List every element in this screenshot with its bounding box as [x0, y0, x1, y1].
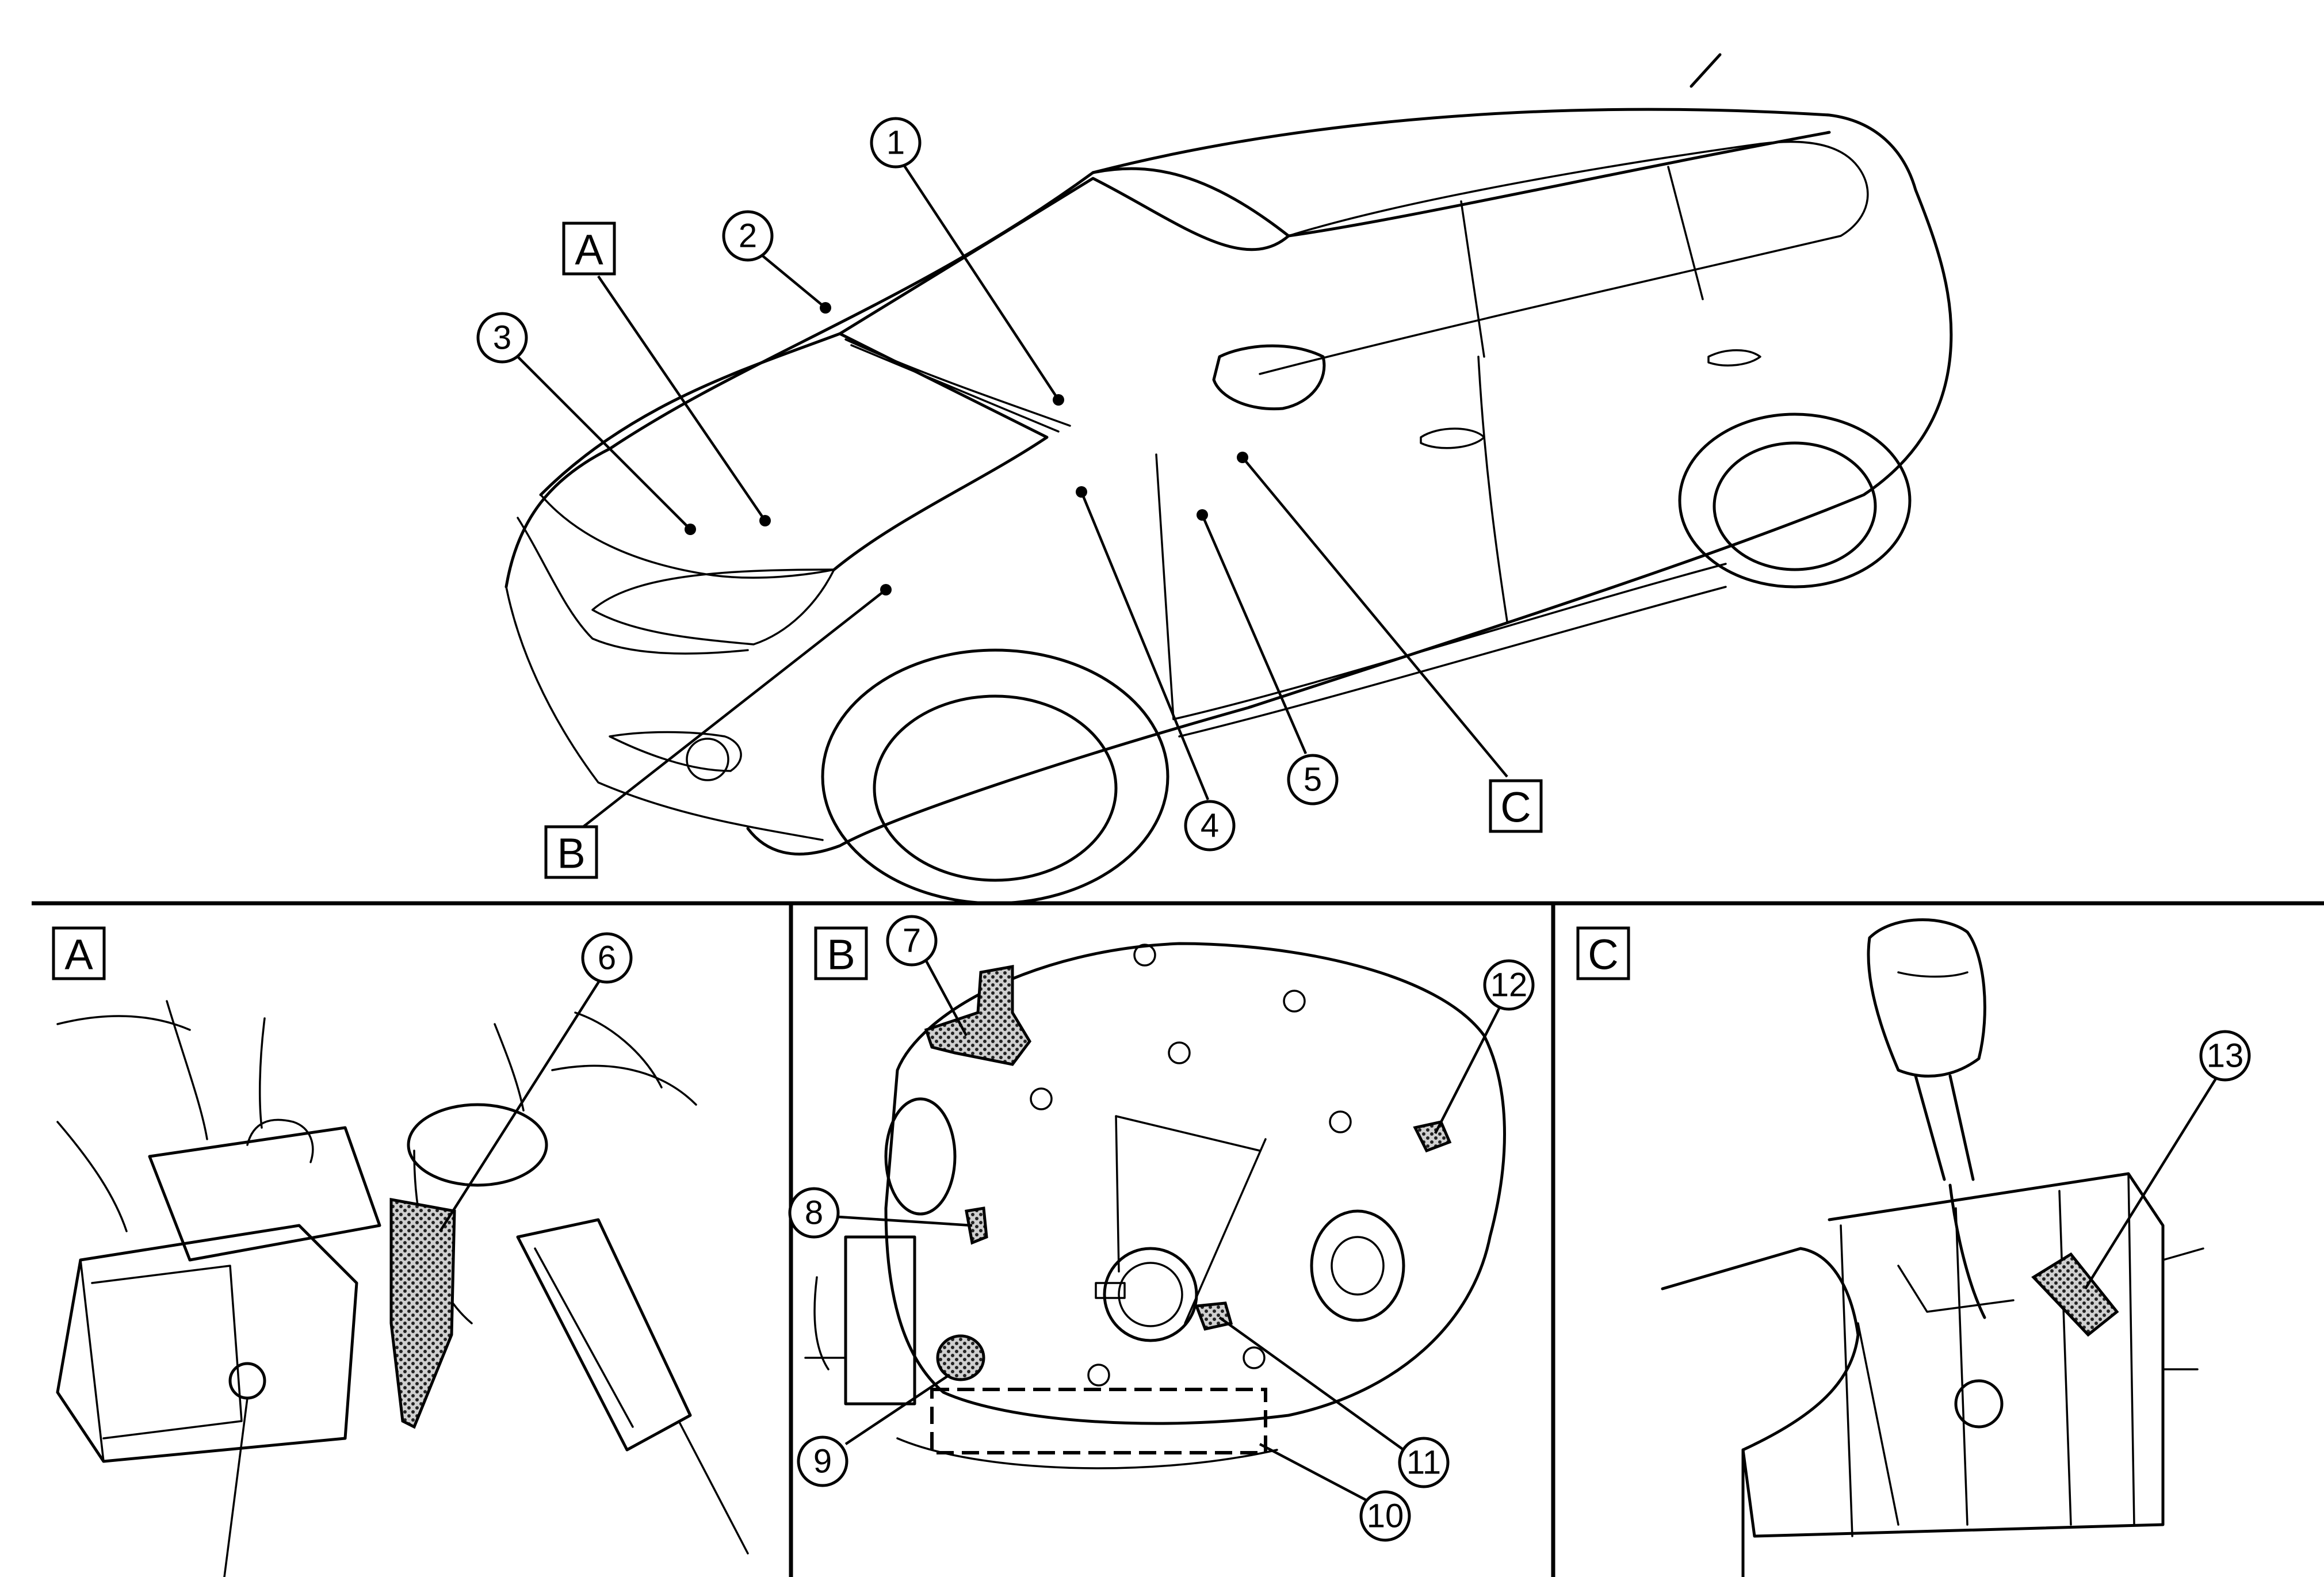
component-13-highlight — [2031, 1252, 2119, 1337]
leader-13 — [2084, 1075, 2219, 1290]
callout-3-text: 3 — [493, 319, 511, 357]
view-label-b-panel: B — [814, 926, 868, 980]
leader-7 — [925, 960, 968, 1037]
view-label-c-panel: C — [1576, 926, 1630, 980]
top-leader-lines — [517, 163, 1508, 830]
leader-8 — [838, 1215, 973, 1227]
component-7-highlight — [924, 965, 1032, 1066]
view-label-b-top: B — [544, 825, 598, 879]
callout-12-text: 12 — [1490, 967, 1528, 1004]
callout-8: 8 — [788, 1187, 840, 1239]
leader-9 — [844, 1374, 950, 1445]
callout-1: 1 — [870, 117, 922, 169]
component-6-highlight — [389, 1198, 456, 1429]
callout-7-text: 7 — [903, 922, 921, 960]
component-10-dashed-box — [930, 1388, 1267, 1454]
callout-3: 3 — [476, 312, 528, 364]
panel-c-shifter — [1661, 918, 2204, 1577]
callout-13: 13 — [2199, 1030, 2251, 1082]
callout-11-text: 11 — [1406, 1444, 1441, 1481]
component-9-highlight — [936, 1334, 985, 1381]
view-label-b-top-text: B — [557, 830, 585, 877]
view-label-b-panel-text: B — [827, 931, 855, 979]
callout-9: 9 — [797, 1435, 848, 1487]
view-label-c-top-text: C — [1500, 784, 1531, 831]
callout-6-text: 6 — [598, 940, 616, 977]
callout-7: 7 — [886, 915, 938, 967]
callout-6: 6 — [581, 932, 633, 984]
callout-11: 11 — [1398, 1437, 1450, 1488]
callout-10: 10 — [1359, 1490, 1411, 1542]
callout-4-text: 4 — [1201, 807, 1219, 845]
callout-13-text: 13 — [2207, 1037, 2244, 1075]
callout-9-text: 9 — [813, 1443, 832, 1480]
callout-5: 5 — [1287, 754, 1339, 805]
view-label-a-top: A — [562, 222, 616, 276]
component-8-highlight — [965, 1206, 988, 1245]
callout-12: 12 — [1483, 959, 1535, 1011]
leader-11 — [1218, 1316, 1405, 1451]
panel-a-engine-bay — [56, 1000, 749, 1577]
callout-1-text: 1 — [886, 124, 905, 162]
leader-10 — [1259, 1443, 1370, 1503]
callout-2-text: 2 — [739, 217, 757, 255]
callout-10-text: 10 — [1367, 1498, 1404, 1535]
callout-5-text: 5 — [1304, 761, 1322, 799]
callout-2: 2 — [722, 210, 774, 262]
view-label-a-panel-text: A — [64, 931, 93, 979]
panel-b-transaxle — [804, 942, 1506, 1469]
view-label-a-top-text: A — [575, 226, 603, 274]
view-label-a-panel: A — [52, 926, 106, 980]
view-label-c-panel-text: C — [1588, 931, 1618, 979]
leader-6 — [439, 977, 602, 1232]
view-label-c-top: C — [1489, 779, 1543, 833]
vehicle-illustration — [504, 53, 1953, 905]
top-anchor-dots — [685, 302, 1248, 595]
component-12-highlight — [1413, 1120, 1452, 1153]
leader-12 — [1434, 1003, 1503, 1135]
callout-4: 4 — [1184, 800, 1236, 851]
component-11-highlight — [1194, 1301, 1233, 1331]
callout-8-text: 8 — [805, 1194, 823, 1232]
